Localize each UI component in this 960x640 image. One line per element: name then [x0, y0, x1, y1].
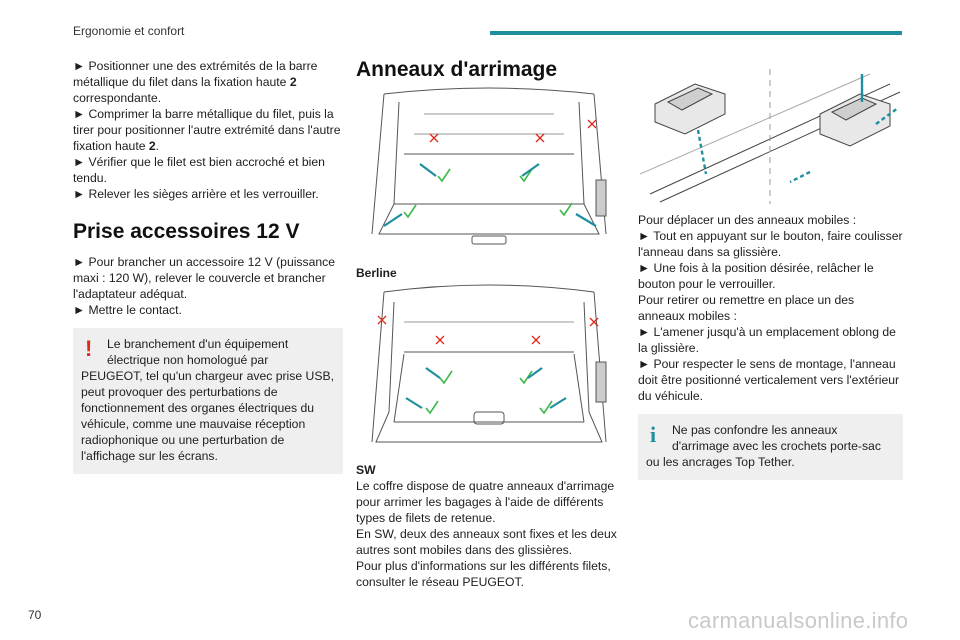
warning-text: PEUGEOT, tel qu'un chargeur avec prise U…: [81, 369, 334, 463]
section-heading-prise: Prise accessoires 12 V: [73, 220, 300, 243]
paragraph: Le coffre dispose de quatre anneaux d'ar…: [356, 479, 615, 525]
section-header: Ergonomie et confort: [73, 24, 185, 38]
check-icon: [403, 168, 573, 219]
paragraph: ► Vérifier que le filet est bien accroch…: [73, 155, 325, 185]
paragraph: ► Mettre le contact.: [73, 303, 182, 317]
warning-text: Le branchement d'un équipement électriqu…: [107, 337, 289, 367]
column-left: ► Positionner une des extrémités de la b…: [73, 58, 343, 474]
column-middle-body: SW Le coffre dispose de quatre anneaux d…: [356, 462, 618, 590]
paragraph: ► L'amener jusqu'à un emplacement oblong…: [638, 325, 896, 355]
info-text: Ne pas confondre les anneaux d'arrimage …: [672, 423, 881, 453]
info-box: i Ne pas confondre les anneaux d'arrimag…: [638, 414, 903, 480]
paragraph: Pour déplacer un des anneaux mobiles :: [638, 213, 857, 227]
section-heading-anneaux: Anneaux d'arrimage: [356, 58, 558, 81]
cross-icon: [429, 119, 597, 143]
paragraph: ► Pour brancher un accessoire 12 V (puis…: [73, 255, 336, 301]
paragraph: Pour plus d'informations sur les différe…: [356, 559, 611, 589]
paragraph: ► Relever les sièges arrière et les verr…: [73, 187, 319, 201]
caption-sw: SW: [356, 463, 376, 477]
paragraph: ► Positionner une des extrémités de la b…: [73, 59, 318, 105]
paragraph: ► Une fois à la position désirée, relâch…: [638, 261, 874, 291]
check-icon: [425, 370, 553, 415]
paragraph: ► Pour respecter le sens de montage, l'a…: [638, 357, 900, 403]
paragraph: Pour retirer ou remettre en place un des…: [638, 293, 855, 323]
paragraph: ► Comprimer la barre métallique du filet…: [73, 107, 341, 153]
arrow-icon: [696, 74, 899, 184]
warning-icon: !: [85, 336, 93, 361]
paragraph: ► Tout en appuyant sur le bouton, faire …: [638, 229, 903, 259]
warning-box: ! Le branchement d'un équipement électri…: [73, 328, 343, 474]
paragraph: En SW, deux des anneaux sont fixes et le…: [356, 527, 617, 557]
sliding-ring-illustration: [640, 69, 901, 204]
column-middle: Anneaux d'arrimage: [356, 58, 618, 82]
arrow-icon: [383, 163, 597, 227]
info-icon: i: [650, 422, 657, 447]
info-text: ou les ancrages Top Tether.: [646, 455, 795, 469]
sw-trunk-illustration: [371, 284, 607, 443]
berline-trunk-illustration: [371, 87, 607, 245]
column-right: Pour déplacer un des anneaux mobiles : ►…: [638, 212, 903, 480]
watermark: carmanualsonline.info: [688, 608, 909, 633]
cross-icon: [377, 315, 599, 345]
page-number: 70: [28, 608, 42, 622]
header-accent-bar: [490, 31, 902, 35]
caption-berline: Berline: [356, 266, 397, 280]
arrow-icon: [405, 367, 567, 409]
